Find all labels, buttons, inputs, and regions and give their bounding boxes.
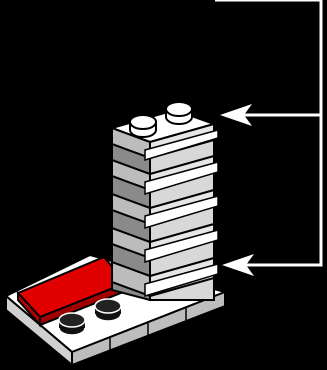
top-stud-left-icon <box>130 115 156 137</box>
arrow-upper-icon <box>220 104 268 126</box>
top-stud-right-icon <box>166 102 192 124</box>
brick-tower <box>112 110 218 300</box>
arrow-lower-icon <box>222 254 270 276</box>
base-stud-left-icon <box>59 313 85 335</box>
base-stud-right-icon <box>95 299 121 321</box>
callout-bracket <box>215 0 321 265</box>
